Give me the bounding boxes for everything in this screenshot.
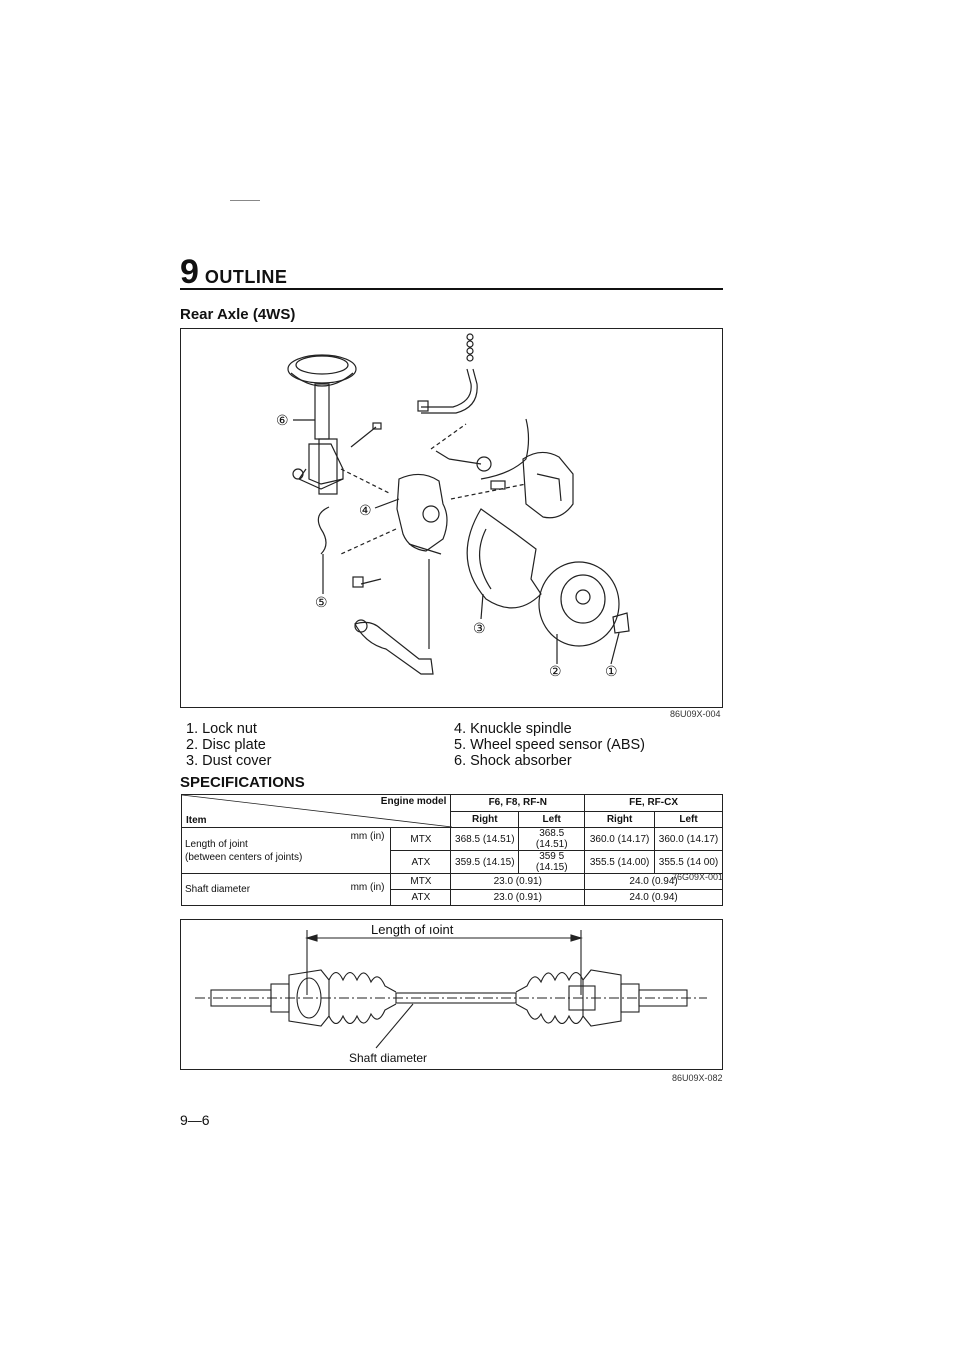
specifications-table: Engine model Item F6, F8, RF-N FE, RF-CX… [180, 794, 723, 906]
table-row: Shaft diameter mm (in) MTX 23.0 (0.91) 2… [180, 873, 723, 906]
title-rule [180, 288, 723, 290]
length-label-cell: Length of joint (between centers of join… [180, 827, 392, 874]
value-cell: 368.5 (14.51) [518, 827, 586, 851]
left-header: Left [654, 810, 723, 828]
callout-4: ④ [359, 502, 372, 518]
rear-axle-figure-code: 86U09X-004 [670, 709, 721, 719]
length-label-2: (between centers of joints) [185, 851, 303, 863]
item-label: Item [186, 815, 207, 826]
group-1-header: F6, F8, RF-N [450, 794, 586, 812]
table-code: 76G09X-001 [672, 872, 724, 882]
rear-axle-drawing: ⑥ ④ ⑤ ③ ② ① [276, 333, 630, 679]
page-number: 9—6 [180, 1112, 210, 1128]
table-row: ATX 359.5 (14.15) 359 5 (14.15) 355.5 (1… [182, 850, 723, 874]
driveshaft-drawing: Length of ıoint Shaft diameter [195, 922, 707, 1065]
mtx-label: MTX [390, 873, 452, 890]
length-unit: mm (in) [350, 831, 385, 842]
value-cell: 360.0 (14.17) [654, 827, 723, 851]
mtx-label: MTX [390, 827, 452, 851]
top-mark [230, 200, 260, 201]
legend-left: 1. Lock nut 2. Disc plate 3. Dust cover [186, 721, 271, 769]
rear-axle-heading: Rear Axle (4WS) [180, 306, 296, 323]
chapter-title: OUTLINE [204, 267, 288, 287]
length-of-joint-label: Length of ıoint [371, 922, 454, 937]
shaft-unit: mm (in) [350, 882, 385, 893]
right-header: Right [584, 810, 656, 828]
callout-1: ① [605, 663, 618, 679]
value-cell: 23.0 (0.91) [450, 873, 586, 890]
table-row: ATX 23.0 (0.91) 24.0 (0.94) [182, 889, 723, 906]
shaft-label: Shaft diameter [185, 884, 251, 895]
header-diagonal-line [182, 795, 452, 827]
value-cell: 24.0 (0.94) [584, 889, 723, 906]
legend-item: 3. Dust cover [186, 753, 272, 769]
legend-right: 4. Knuckle spindle 5. Wheel speed sensor… [454, 721, 645, 769]
group-2-header: FE, RF-CX [584, 794, 723, 812]
value-cell: 23.0 (0.91) [450, 889, 586, 906]
callout-5: ⑤ [315, 594, 328, 610]
callout-2: ② [549, 663, 562, 679]
atx-label: ATX [390, 889, 452, 906]
callout-3: ③ [473, 620, 486, 636]
engine-model-label: Engine model [380, 796, 447, 807]
legend-item: 4. Knuckle spindle [454, 721, 572, 737]
chapter-number: 9 [180, 253, 199, 291]
shaft-label-cell: Shaft diameter mm (in) [180, 873, 392, 906]
length-label-1: Length of joint [185, 838, 248, 850]
value-cell: 360.0 (14.17) [584, 827, 656, 851]
callout-6: ⑥ [276, 412, 289, 428]
shaft-diameter-label: Shaft diameter [349, 1051, 427, 1065]
value-cell: 359 5 (14.15) [518, 850, 586, 874]
value-cell: 355.5 (14 00) [654, 850, 723, 874]
value-cell: 355.5 (14.00) [584, 850, 656, 874]
value-cell: 368.5 (14.51) [450, 827, 520, 851]
legend-item: 2. Disc plate [186, 737, 266, 753]
legend-item: 5. Wheel speed sensor (ABS) [454, 737, 646, 753]
value-cell: 359.5 (14.15) [450, 850, 520, 874]
left-header: Left [518, 810, 586, 828]
driveshaft-figure: Length of ıoint Shaft diameter [180, 919, 723, 1070]
driveshaft-figure-code: 86U09X-082 [672, 1073, 723, 1083]
right-header: Right [450, 810, 520, 828]
specifications-heading: SPECIFICATIONS [180, 774, 305, 791]
atx-label: ATX [390, 850, 452, 874]
table-row: Length of joint (between centers of join… [180, 827, 723, 874]
legend-item: 1. Lock nut [186, 721, 257, 737]
header-diagonal-cell: Engine model Item [180, 794, 452, 828]
legend-item: 6. Shock absorber [454, 753, 572, 769]
rear-axle-figure: ⑥ ④ ⑤ ③ ② ① [180, 328, 723, 708]
